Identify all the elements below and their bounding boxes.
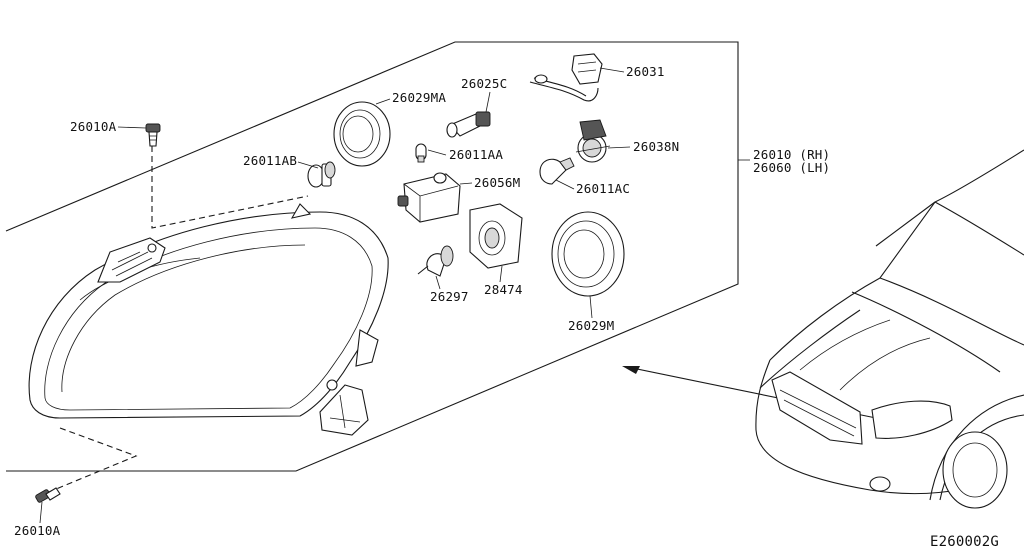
vehicle-illustration [755, 149, 1024, 509]
callout-bulb-26011aa[interactable]: 26011AA [427, 147, 503, 162]
svg-text:26011AC: 26011AC [576, 181, 630, 196]
callout-seal-cap-26029m[interactable]: 26029M [568, 295, 614, 333]
svg-text:26010A: 26010A [14, 523, 61, 538]
callout-seal-cap-26029ma[interactable]: 26029MA [375, 90, 446, 105]
svg-text:26056M: 26056M [474, 175, 520, 190]
seal-cap-26029ma[interactable] [333, 101, 391, 167]
installation-guides [43, 146, 309, 495]
svg-text:26025C: 26025C [461, 76, 507, 91]
bulb-26011ab[interactable] [307, 161, 336, 188]
svg-text:26010A: 26010A [70, 119, 117, 134]
callout-bulb-26011ab[interactable]: 26011AB [243, 153, 319, 169]
svg-text:26010 (RH): 26010 (RH) [753, 147, 830, 162]
catalog-code: E260002G [930, 534, 999, 550]
socket-26025c[interactable] [446, 111, 491, 138]
callout-bulb-26297[interactable]: 26297 [430, 275, 469, 304]
callout-ballast-socket-28474[interactable]: 28474 [484, 265, 523, 297]
callout-socket-26025c[interactable]: 26025C [461, 76, 507, 113]
svg-text:26038N: 26038N [633, 139, 679, 154]
bolt-bottom[interactable] [35, 487, 61, 503]
socket-26038n[interactable] [575, 119, 611, 163]
svg-text:26297: 26297 [430, 289, 469, 304]
bulb-26297[interactable] [417, 245, 454, 277]
callout-assembly[interactable]: 26010 (RH) 26060 (LH) [738, 147, 830, 175]
actuator-26056m[interactable] [397, 172, 461, 223]
exploded-view-frame [5, 41, 739, 472]
bulb-26011ac[interactable] [539, 157, 575, 185]
svg-text:26031: 26031 [626, 64, 665, 79]
callout-actuator-26056m[interactable]: 26056M [459, 175, 520, 190]
callout-bolt-top[interactable]: 26010A [70, 119, 147, 134]
svg-text:26011AA: 26011AA [449, 147, 503, 162]
seal-cap-26029m[interactable] [551, 211, 625, 297]
headlamp-assembly[interactable] [28, 203, 389, 436]
svg-text:26029M: 26029M [568, 318, 614, 333]
callout-bolt-bottom[interactable]: 26010A [14, 501, 61, 538]
svg-text:26060 (LH): 26060 (LH) [753, 160, 830, 175]
svg-text:E260002G: E260002G [930, 534, 999, 550]
ballast-socket-28474[interactable] [469, 203, 523, 269]
callout-harness-26031[interactable]: 26031 [599, 64, 665, 79]
svg-text:26011AB: 26011AB [243, 153, 297, 168]
callout-bulb-26011ac[interactable]: 26011AC [555, 179, 630, 196]
bolt-top[interactable] [145, 123, 161, 147]
svg-text:28474: 28474 [484, 282, 523, 297]
bulb-26011aa[interactable] [415, 143, 427, 163]
callout-socket-26038n[interactable]: 26038N [607, 139, 679, 154]
harness-26031[interactable] [529, 53, 603, 102]
svg-text:26029MA: 26029MA [392, 90, 446, 105]
